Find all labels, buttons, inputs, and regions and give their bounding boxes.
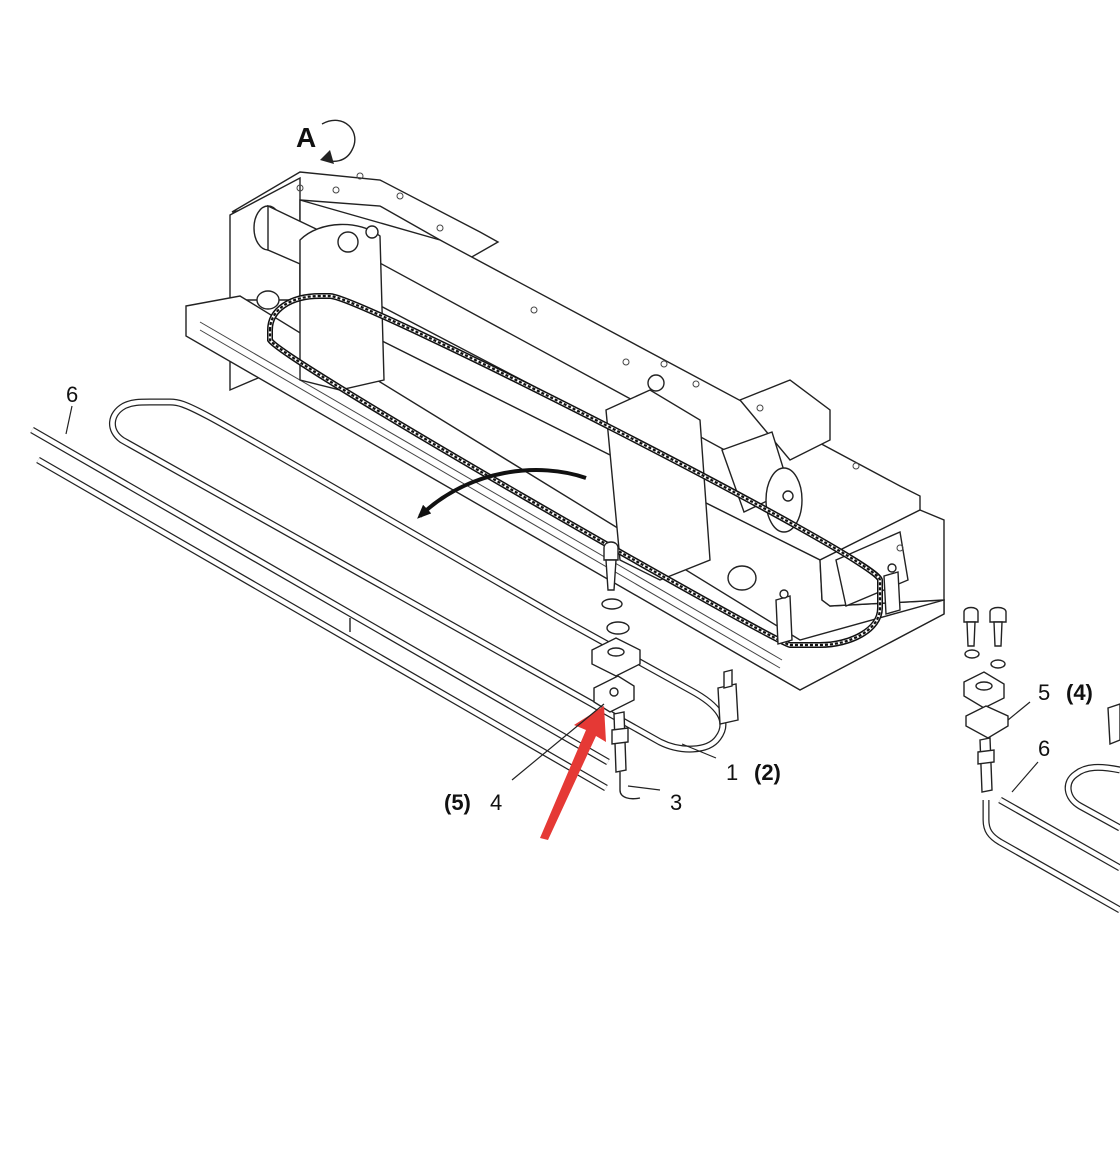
- u-tube-connector-pin: [723, 669, 733, 689]
- bolt-head: [603, 541, 619, 561]
- u-tube-connector: [717, 683, 739, 725]
- highlight-arrow-icon: [540, 706, 606, 840]
- hole: [692, 380, 700, 388]
- flat-washer: [606, 621, 630, 635]
- clamp-hole: [607, 647, 625, 657]
- left-bracket-bolt-2: [365, 225, 379, 239]
- left-bracket-bolt: [337, 231, 359, 253]
- view-label-a: A: [296, 119, 356, 164]
- leader-part-3: [627, 785, 661, 791]
- right-knob: [727, 565, 757, 591]
- connector-2: [883, 571, 901, 615]
- motor-hole: [782, 490, 794, 502]
- view-arc-arrowhead-icon: [320, 150, 334, 164]
- center-fastener-stack: [591, 541, 739, 800]
- leader-part-1: [681, 743, 717, 759]
- chain-track: [267, 293, 883, 648]
- right-raised-plate: [738, 379, 831, 461]
- hole: [756, 404, 764, 412]
- leader-part-5-right: [1007, 701, 1031, 721]
- detail-washer: [964, 649, 980, 659]
- callout-part-1: 1: [726, 760, 738, 785]
- hole: [530, 306, 538, 314]
- leader-part-6: [65, 405, 73, 435]
- callout-part-4: 4: [490, 790, 502, 815]
- hole: [296, 184, 304, 192]
- callouts: 6 1 (2) 3 (5) 4 5 (4) 6: [66, 382, 1093, 815]
- left-bracket: [299, 223, 385, 391]
- base-rail-groove: [199, 329, 781, 669]
- connector-cap: [779, 589, 789, 599]
- leader-lines: [65, 405, 1039, 793]
- hole: [332, 186, 340, 194]
- detail-sensor: [979, 737, 993, 793]
- sensor-nut: [611, 727, 629, 745]
- hole: [436, 224, 444, 232]
- hole: [660, 360, 668, 368]
- callout-part-5-right: 5: [1038, 680, 1050, 705]
- left-knob: [256, 290, 280, 310]
- connector-cap: [887, 563, 897, 573]
- view-label-text: A: [296, 122, 316, 153]
- detail-bolt-head-2: [989, 606, 1007, 623]
- body-connectors: [775, 563, 901, 645]
- hole: [396, 192, 404, 200]
- clamp-block: [591, 637, 641, 677]
- right-bracket-bolt: [647, 374, 665, 392]
- bolt-shank: [605, 559, 617, 591]
- detail-clamp-hole: [975, 681, 993, 691]
- leader-part-6-right: [1011, 761, 1039, 793]
- hole: [852, 462, 860, 470]
- plate-hole: [609, 687, 619, 697]
- callout-part-3: 3: [670, 790, 682, 815]
- part-6-rails: [30, 426, 610, 792]
- detail-bolt-head: [963, 606, 979, 623]
- detail-bolt-shank: [966, 621, 976, 647]
- detail-bolt-shank-2: [993, 621, 1003, 647]
- hole: [896, 544, 904, 552]
- callout-part-1-alt: (2): [754, 760, 781, 785]
- detail-washer-2: [990, 659, 1006, 669]
- detail-sensor-nut: [977, 749, 995, 765]
- callout-part-4-alt: (5): [444, 790, 471, 815]
- hole: [356, 172, 364, 180]
- detail-plate: [965, 705, 1009, 739]
- callout-part-5-right-alt: (4): [1066, 680, 1093, 705]
- sensor-cable: [619, 772, 641, 800]
- callout-part-6-right: 6: [1038, 736, 1050, 761]
- callout-part-6: 6: [66, 382, 78, 407]
- spring-washer: [601, 598, 623, 610]
- removal-direction-arrow-icon: [417, 468, 587, 519]
- hole: [622, 358, 630, 366]
- connector-1: [775, 595, 793, 645]
- part-1-u-tube: [109, 398, 727, 753]
- base-rail-groove-2: [199, 321, 783, 661]
- detail-connector: [1107, 703, 1120, 746]
- leader-part-4: [511, 703, 605, 781]
- right-detail: [963, 606, 1120, 914]
